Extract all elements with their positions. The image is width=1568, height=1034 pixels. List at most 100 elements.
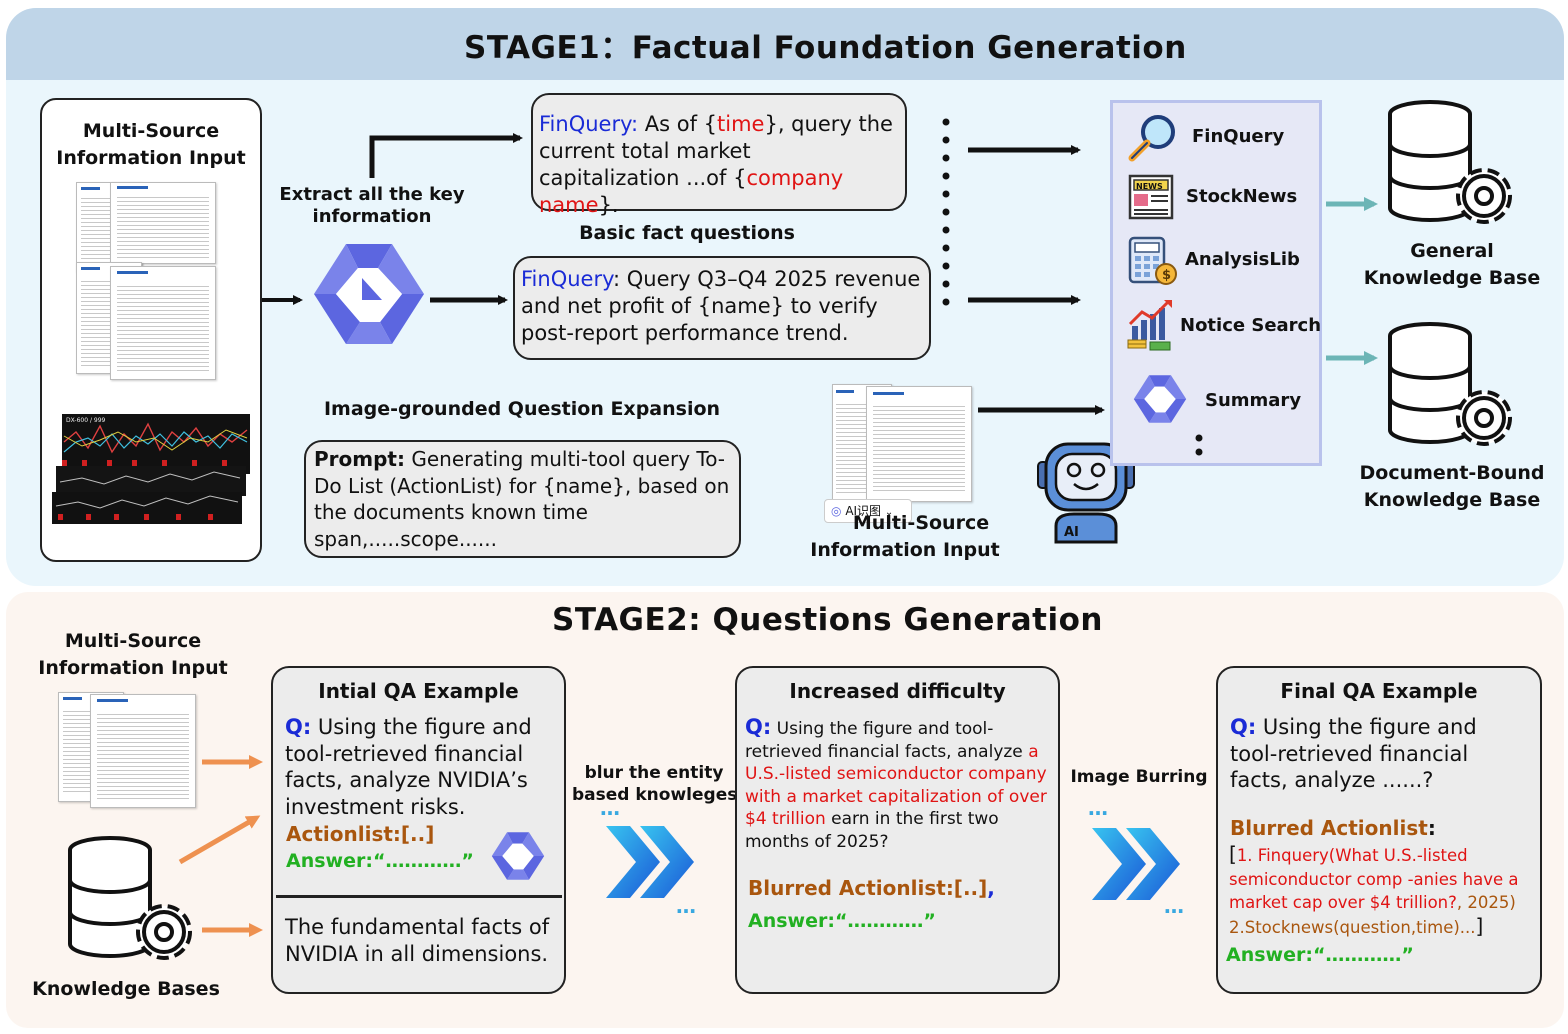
final-item1-red: What U.S.-listed semiconductor comp -ani… <box>1229 846 1519 912</box>
double-chevron-icon <box>1092 828 1180 900</box>
ellipsis-bottom-2: … <box>1164 894 1184 918</box>
final-actionlist-colon: : <box>1427 816 1436 840</box>
initial-question: Q: Using the figure and tool-retrieved f… <box>285 714 555 820</box>
qwen-logo-icon <box>1133 375 1187 423</box>
blur-label: blur the entity based knowleges <box>572 762 738 806</box>
ellipsis-bottom-1: … <box>676 894 696 918</box>
calculator-icon: $ <box>1128 236 1177 285</box>
final-qa-title: Final QA Example <box>1280 679 1478 703</box>
query1-prefix: FinQuery: <box>539 112 639 136</box>
initial-qa-title: Intial QA Example <box>318 679 519 703</box>
increased-q-part2: earn in the first two months of 2025? <box>745 809 999 852</box>
query2-prefix: FinQuery <box>521 267 613 291</box>
increased-q-label: Q: <box>745 715 772 739</box>
prompt-label: Prompt: <box>314 447 405 471</box>
query-box-1: FinQuery: As of {time}, query the curren… <box>531 93 907 217</box>
expansion-label: Image-grounded Question Expansion <box>323 398 721 420</box>
extract-label-line2: information <box>312 206 432 227</box>
kb-general-label: General Knowledge Base <box>1360 238 1544 292</box>
stage2-input-line2: Information Input <box>38 657 228 679</box>
ellipsis-top-2: … <box>1088 796 1108 820</box>
increased-q-part1: Using the figure and tool-retrieved fina… <box>745 719 1029 762</box>
prompt-box: Prompt: Generating multi-tool query To-D… <box>304 440 741 558</box>
knowledge-bases-label: Knowledge Bases <box>32 978 220 1000</box>
final-q-text: Using the figure and tool-retrieved fina… <box>1230 715 1477 792</box>
final-q-label: Q: <box>1230 715 1257 739</box>
qwen-logo-icon <box>314 244 424 344</box>
extract-label-line1: Extract all the key <box>279 184 465 205</box>
final-item1-suffix: , 2025) <box>1456 893 1516 912</box>
query1-time: time <box>717 112 765 136</box>
kb-document-line1: Document-Bound <box>1359 462 1545 484</box>
query-box-2: FinQuery: Query Q3–Q4 2025 revenue and n… <box>513 256 931 360</box>
stage1-title: STAGE1：Factual Foundation Generation <box>464 30 1187 66</box>
coin-symbol: $ <box>1162 268 1171 283</box>
stage2-title: STAGE2: Questions Generation <box>552 602 1103 638</box>
image-blur-label: Image Burring <box>1070 767 1208 787</box>
chevron-down-icon: ⌄ <box>884 507 894 518</box>
flow-arrows-stage1 <box>262 118 1378 415</box>
kb-general-line2: Knowledge Base <box>1363 267 1541 289</box>
extract-label: Extract all the key information <box>272 184 472 228</box>
prompt-body: Generating multi-tool query To-Do List (… <box>314 447 730 551</box>
ai-badge[interactable]: ◎ AI识图 ⌄ <box>824 499 912 523</box>
input-label-line2: Information Input <box>56 147 246 169</box>
document-thumbnail <box>90 694 196 808</box>
final-bracket-close: ] <box>1475 913 1484 938</box>
blur-label-line1: blur the entity <box>584 763 724 783</box>
more-tools-dots <box>1195 434 1203 456</box>
input-label: Multi-Source Information Input <box>42 118 260 172</box>
increased-actionlist-text: Blurred Actionlist:[..] <box>748 876 988 900</box>
final-actionlist-body: [1. Finquery(What U.S.-listed semiconduc… <box>1229 842 1537 939</box>
query1-company: company name <box>539 166 844 217</box>
final-qa-box <box>1216 666 1542 994</box>
increased-actionlist-comma: , <box>987 876 995 900</box>
document-thumbnail <box>110 266 216 380</box>
initial-q-text: Using the figure and tool-retrieved fina… <box>285 715 532 819</box>
increased-title: Increased difficulty <box>789 679 1006 703</box>
stage2-input-line1: Multi-Source <box>64 630 202 652</box>
qwen-logo-icon <box>491 832 545 880</box>
double-chevron-icon <box>606 826 694 898</box>
stock-chart-thumbnails: DX-600 / 999 <box>52 414 250 524</box>
tool-label-stocknews: StockNews <box>1186 186 1298 207</box>
second-input-label: Multi-Source Information Input <box>800 510 1010 564</box>
chart-ticker-text: DX-600 / 999 <box>66 417 106 424</box>
kb-document-label: Document-Bound Knowledge Base <box>1356 460 1548 514</box>
document-thumbnail <box>866 386 972 502</box>
stock-chart-icon <box>1127 300 1172 351</box>
robot-label: AI <box>1064 525 1079 540</box>
increased-question: Q: Using the figure and tool-retrieved f… <box>745 716 1055 853</box>
document-thumbnail <box>110 182 216 264</box>
ai-badge-text: AI识图 <box>845 504 882 518</box>
blur-label-line2: based knowleges <box>572 785 738 805</box>
database-icon-stage2 <box>68 836 192 960</box>
robot-icon: AI <box>1037 442 1135 544</box>
tool-label-summary: Summary <box>1205 390 1302 411</box>
initial-answer: Answer:“…………” <box>286 850 474 872</box>
query2-body: : Query Q3–Q4 2025 revenue and net profi… <box>521 267 921 345</box>
final-bracket-open: [ <box>1229 842 1237 866</box>
tool-label-analysislib: AnalysisLib <box>1185 249 1300 270</box>
increased-answer: Answer:“…………” <box>748 910 936 932</box>
increased-actionlist: Blurred Actionlist:[..], <box>748 876 995 900</box>
query1-part2: }, query the current total market capita… <box>539 112 893 190</box>
initial-qa-box <box>271 666 566 994</box>
final-item1-prefix: 1. Finquery( <box>1236 846 1336 865</box>
second-input-label-line1: Multi-Source <box>852 512 990 534</box>
stage2-input-label: Multi-Source Information Input <box>28 628 238 682</box>
increased-q-red: a U.S.-listed semiconductor company with… <box>745 741 1047 830</box>
database-icon-general <box>1388 100 1512 224</box>
second-input-label-line2: Information Input <box>810 539 1000 561</box>
magnifier-icon <box>1128 115 1175 162</box>
final-answer: Answer:“…………” <box>1226 944 1414 966</box>
ellipsis-top-1: … <box>600 796 620 820</box>
input-label-line1: Multi-Source <box>82 120 220 142</box>
initial-divider <box>276 895 562 898</box>
database-icon-document <box>1388 322 1512 446</box>
final-actionlist-label-text: Blurred Actionlist <box>1230 816 1428 840</box>
kb-document-line2: Knowledge Base <box>1363 489 1541 511</box>
ai-badge-icon: ◎ <box>831 504 842 518</box>
initial-facts: The fundamental facts of NVIDIA in all d… <box>285 915 550 966</box>
